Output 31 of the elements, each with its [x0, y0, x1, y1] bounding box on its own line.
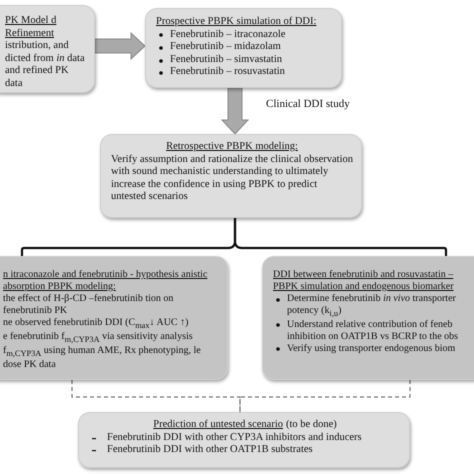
brace-connector: [234, 218, 448, 256]
block-arrow: [94, 32, 146, 60]
body-text: f$_{m,CYP3A}$ using human AME, Rx phenotyping, le dose PK data: [3, 344, 202, 371]
heading: Prediction of untested scenario: [153, 419, 284, 430]
list-item: Fenebrutinib – rosuvastatin: [170, 66, 286, 79]
process-box: [145, 8, 342, 88]
list-item: Fenebrutinib DDI with other OATP1B substrates: [107, 444, 314, 457]
dashed-connector: [71, 380, 241, 412]
dashed-connector: [239, 380, 411, 412]
body-text: Verify assumption and rationalize the clinical observation with sound mechanistic understanding to ultimately increase the confidence in using PBPK to predict untested scenarios: [111, 154, 353, 204]
list-item: Determine fenebrutinib in vivo transporter potency (k$_{i,u}$): [287, 293, 457, 319]
process-box: [0, 5, 95, 93]
process-box: [0, 256, 228, 380]
body-text: e fenebrutinib f$_{m,CYP3A}$ via sensitivity analysis: [3, 330, 194, 345]
list-item: Fenebrutinib – simvastatin: [170, 54, 283, 66]
body-text: istribution, and dicted from in data and refined PK data: [5, 40, 86, 91]
note: (to be done): [286, 419, 337, 430]
heading: Prospective PBPK simulation of DDI:: [156, 16, 318, 29]
heading: Retrospective PBPK modeling:: [165, 141, 299, 154]
process-box: [78, 412, 410, 468]
list-item: Understand relative contribution of feneb inhibition on OATP1B vs BCRP to the obs: [287, 318, 460, 343]
list-item: Verify using transporter endogenous biom: [287, 342, 456, 355]
heading: n itraconazole and fenebrutinib - hypothesis anistic absorption PBPK modeling:: [3, 269, 208, 293]
process-box: [100, 134, 362, 218]
body-text: ne observed fenebrutinib DDI (C$_{max}$↓ AUC ↑): [3, 317, 190, 331]
list-item: Fenebrutinib – itraconazole: [170, 28, 286, 42]
list-item: Fenebrutinib DDI with other CYP3A inhibitors and inducers: [107, 432, 363, 444]
process-box: [262, 256, 474, 380]
edge-label: Clinical DDI study: [266, 98, 350, 110]
list-item: Fenebrutinib – midazolam: [170, 41, 282, 54]
block-arrow: [220, 88, 250, 135]
